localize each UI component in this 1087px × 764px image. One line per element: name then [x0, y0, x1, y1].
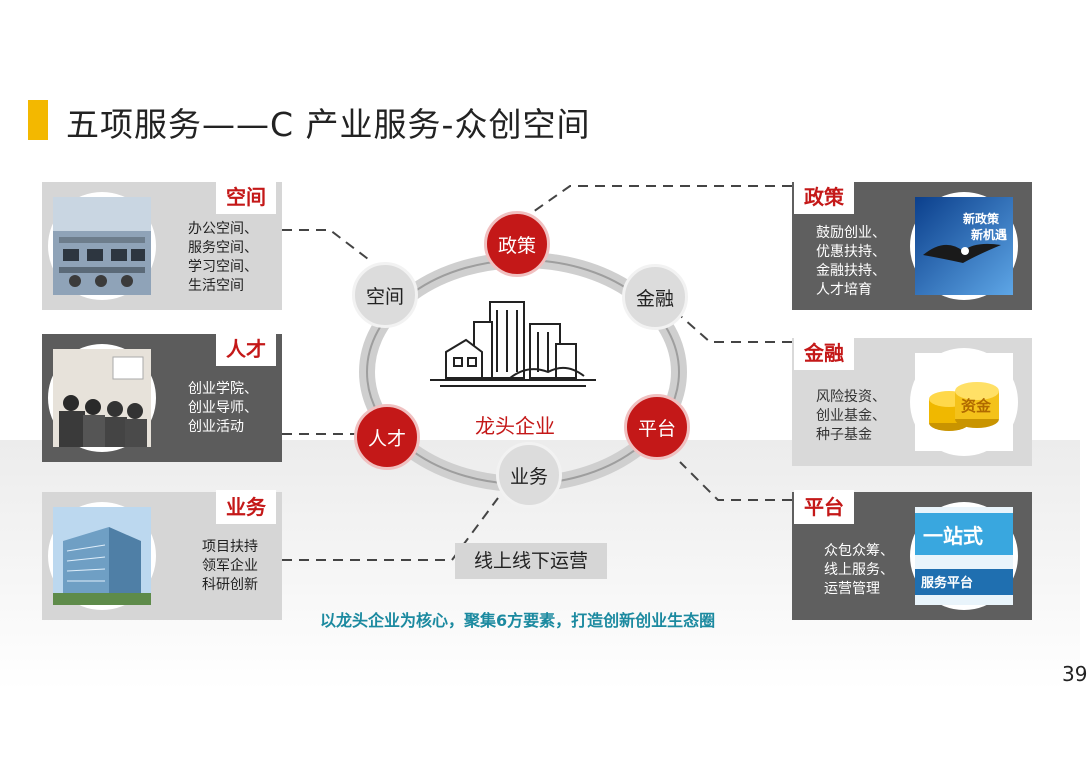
card-space: 空间 办公空间、 服务空间、 学习空间、 生活空间 — [42, 180, 282, 310]
card-policy: 新政策 新机遇 政策 鼓励创业、 优惠扶持、 金融扶持、 人才培育 — [792, 180, 1032, 310]
card-item: 众包众筹、 — [824, 543, 894, 559]
card-item: 优惠扶持、 — [816, 244, 886, 260]
card-items: 创业学院、 创业导师、 创业活动 — [188, 380, 258, 437]
node-finance: 金融 — [622, 264, 688, 330]
title-accent-bar — [28, 100, 48, 140]
card-item: 项目扶持 — [202, 539, 258, 555]
slogan: 以龙头企业为核心，聚集6方要素，打造创新创业生态圈 — [320, 611, 716, 630]
card-item: 创业基金、 — [816, 408, 886, 424]
photo-caption: 新机遇 — [971, 227, 1007, 242]
card-tag: 平台 — [794, 490, 854, 524]
card-item: 线上服务、 — [824, 562, 894, 578]
page-number: 39 — [1062, 662, 1087, 686]
card-tag: 政策 — [794, 180, 854, 214]
card-business: 业务 项目扶持 领军企业 科研创新 — [42, 490, 282, 620]
card-item: 创业活动 — [188, 419, 244, 435]
ops-label: 线上线下运营 — [455, 543, 607, 579]
node-policy: 政策 — [484, 211, 550, 277]
card-item: 创业学院、 — [188, 381, 258, 397]
card-items: 办公空间、 服务空间、 学习空间、 生活空间 — [188, 220, 258, 296]
card-tag: 金融 — [794, 336, 854, 370]
node-talent: 人才 — [354, 404, 420, 470]
node-space: 空间 — [352, 262, 418, 328]
card-item: 生活空间 — [188, 278, 244, 294]
node-platform: 平台 — [624, 394, 690, 460]
office-workspace-photo — [48, 192, 156, 300]
photo-caption: 一站式 — [923, 524, 983, 548]
photo-caption: 资金 — [961, 397, 992, 415]
core-label: 龙头企业 — [475, 414, 555, 438]
page-title: 五项服务——C 产业服务-众创空间 — [66, 105, 591, 144]
card-platform: 一站式 服务平台 平台 众包众筹、 线上服务、 运营管理 — [792, 490, 1032, 620]
card-items: 项目扶持 领军企业 科研创新 — [202, 538, 258, 595]
office-building-photo — [48, 502, 156, 610]
seminar-photo — [48, 344, 156, 452]
photo-caption: 新政策 — [963, 211, 1000, 226]
card-item: 鼓励创业、 — [816, 225, 886, 241]
card-item: 人才培育 — [816, 282, 872, 298]
card-item: 办公空间、 — [188, 221, 258, 237]
card-items: 风险投资、 创业基金、 种子基金 — [816, 388, 886, 445]
card-items: 众包众筹、 线上服务、 运营管理 — [824, 542, 894, 599]
card-tag: 空间 — [216, 180, 276, 214]
gold-coins-photo: 资金 — [910, 348, 1018, 456]
card-talent: 人才 创业学院、 创业导师、 创业活动 — [42, 332, 282, 462]
card-items: 鼓励创业、 优惠扶持、 金融扶持、 人才培育 — [816, 224, 886, 300]
card-item: 金融扶持、 — [816, 263, 886, 279]
card-item: 运营管理 — [824, 581, 880, 597]
card-item: 学习空间、 — [188, 259, 258, 275]
service-platform-photo: 一站式 服务平台 — [910, 502, 1018, 610]
card-tag: 人才 — [216, 332, 276, 366]
card-item: 风险投资、 — [816, 389, 886, 405]
card-item: 创业导师、 — [188, 400, 258, 416]
card-item: 种子基金 — [816, 427, 872, 443]
card-item: 领军企业 — [202, 558, 258, 574]
card-finance: 资金 金融 风险投资、 创业基金、 种子基金 — [792, 336, 1032, 466]
node-business: 业务 — [496, 442, 562, 508]
eagle-policy-photo: 新政策 新机遇 — [910, 192, 1018, 300]
photo-caption: 服务平台 — [921, 575, 973, 591]
card-tag: 业务 — [216, 490, 276, 524]
card-item: 服务空间、 — [188, 240, 258, 256]
card-item: 科研创新 — [202, 577, 258, 593]
city-buildings-icon — [430, 301, 596, 387]
